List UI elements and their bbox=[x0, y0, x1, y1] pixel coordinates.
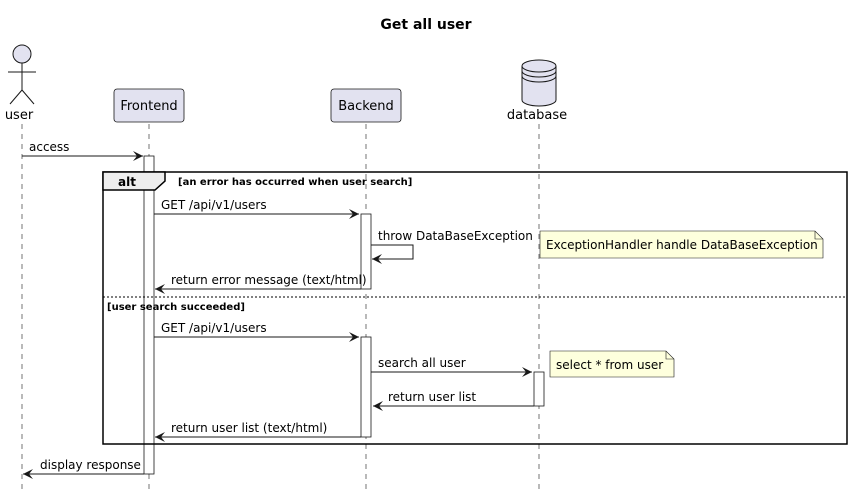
backend-activation-1 bbox=[360, 213, 372, 290]
access-label: access bbox=[29, 140, 69, 154]
user-actor-icon bbox=[8, 44, 36, 105]
frontend-participant-box bbox=[113, 88, 185, 123]
database-activation bbox=[533, 371, 545, 407]
exception-handler-note-text: ExceptionHandler handle DataBaseExceptio… bbox=[546, 238, 818, 252]
return-user-list-label: return user list bbox=[388, 390, 476, 404]
search-all-user-label: search all user bbox=[378, 356, 466, 370]
user-label: user bbox=[5, 108, 34, 123]
backend-participant-box bbox=[330, 88, 402, 123]
database-label: database bbox=[507, 108, 567, 123]
alt-keyword: alt bbox=[118, 175, 136, 189]
select-query-note-fold bbox=[665, 351, 674, 360]
database-cylinder-icon bbox=[521, 59, 557, 107]
return-user-list-html-label: return user list (text/html) bbox=[171, 421, 327, 435]
alt-fragment bbox=[102, 171, 848, 445]
alt-fragment-tab bbox=[102, 171, 166, 191]
exception-handler-note-fold bbox=[814, 231, 823, 240]
diagram-title: Get all user bbox=[380, 17, 471, 33]
select-query-note bbox=[549, 350, 675, 378]
frontend-activation bbox=[143, 155, 155, 475]
throw-exception-label: throw DataBaseException bbox=[378, 229, 533, 243]
backend-label: Backend bbox=[338, 99, 394, 114]
backend-activation-2 bbox=[360, 336, 372, 438]
frontend-label: Frontend bbox=[120, 99, 177, 114]
throw-exception-arrow bbox=[371, 244, 414, 264]
exception-handler-note bbox=[539, 230, 824, 259]
select-query-note-text: select * from user bbox=[556, 358, 663, 372]
alt-guard-error: [an error has occurred when user search] bbox=[178, 177, 412, 188]
get-users-label-2: GET /api/v1/users bbox=[161, 321, 267, 335]
display-response-label: display response bbox=[40, 458, 141, 472]
return-error-label: return error message (text/html) bbox=[171, 273, 367, 287]
get-users-label-1: GET /api/v1/users bbox=[161, 198, 267, 212]
alt-guard-success: [user search succeeded] bbox=[107, 302, 245, 313]
